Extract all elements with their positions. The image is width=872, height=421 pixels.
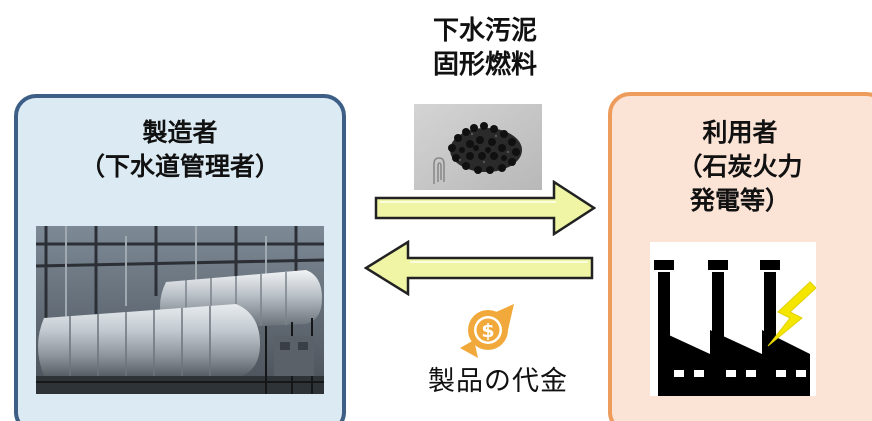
product-title-line2: 固形燃料 [432, 50, 537, 80]
user-subtitle-line2: 発電等） [689, 186, 790, 215]
fuel-pellets-photo [414, 104, 542, 190]
plant-facility-photo [36, 226, 324, 394]
factory-icon [650, 242, 816, 396]
payment-arrow-left [364, 240, 594, 296]
product-title-line1: 下水汚泥 [432, 16, 537, 46]
lightning-icon [767, 281, 816, 347]
user-subtitle-line1: （石炭火力 [677, 152, 803, 181]
product-arrow-right [374, 180, 596, 236]
user-title: 利用者 [702, 118, 778, 147]
payment-label: 製品の代金 [428, 366, 568, 397]
dollar-coin-icon: $ [460, 304, 514, 358]
producer-title: 製造者 [142, 118, 218, 147]
svg-text:$: $ [481, 320, 494, 342]
producer-subtitle: （下水道管理者） [79, 152, 280, 181]
